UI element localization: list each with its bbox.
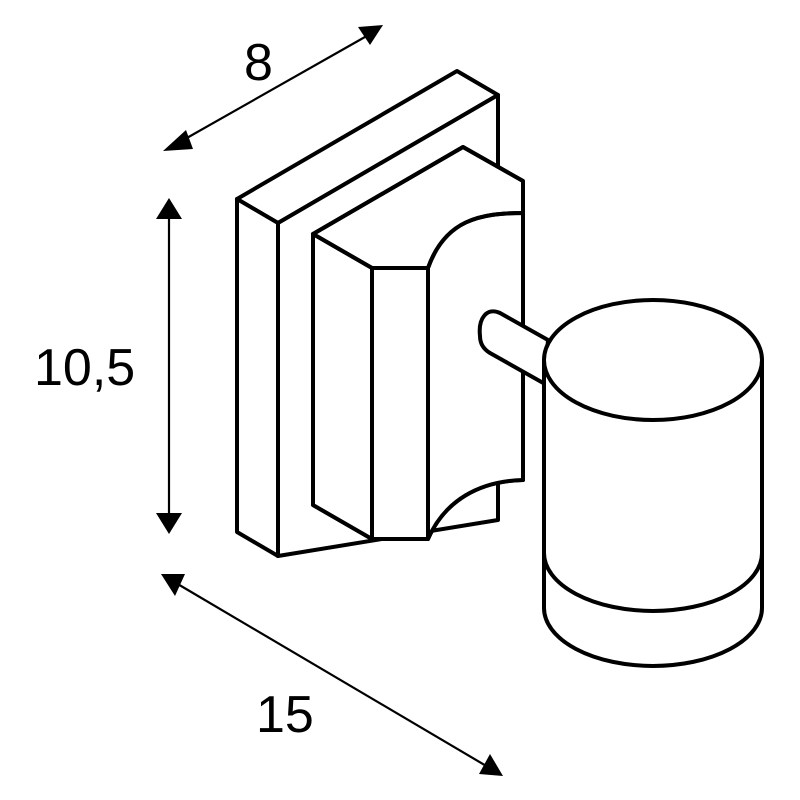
arrowhead-icon xyxy=(358,25,383,45)
arrowhead-icon xyxy=(156,198,182,219)
arrowhead-icon xyxy=(163,130,193,151)
lamp-head xyxy=(542,298,764,668)
dimension-label-depth: 8 xyxy=(244,34,273,92)
arrowhead-icon xyxy=(156,513,182,534)
arrowhead-icon xyxy=(479,754,503,776)
dimension-width: 15 xyxy=(161,574,503,776)
mounting-block xyxy=(311,145,525,541)
dimension-height: 10,5 xyxy=(34,198,182,534)
dimension-label-width: 15 xyxy=(256,686,314,744)
lamp-arm xyxy=(477,309,550,386)
arrowhead-icon xyxy=(161,574,185,596)
dimension-label-height: 10,5 xyxy=(34,339,135,397)
dimension-depth: 8 xyxy=(163,25,383,151)
